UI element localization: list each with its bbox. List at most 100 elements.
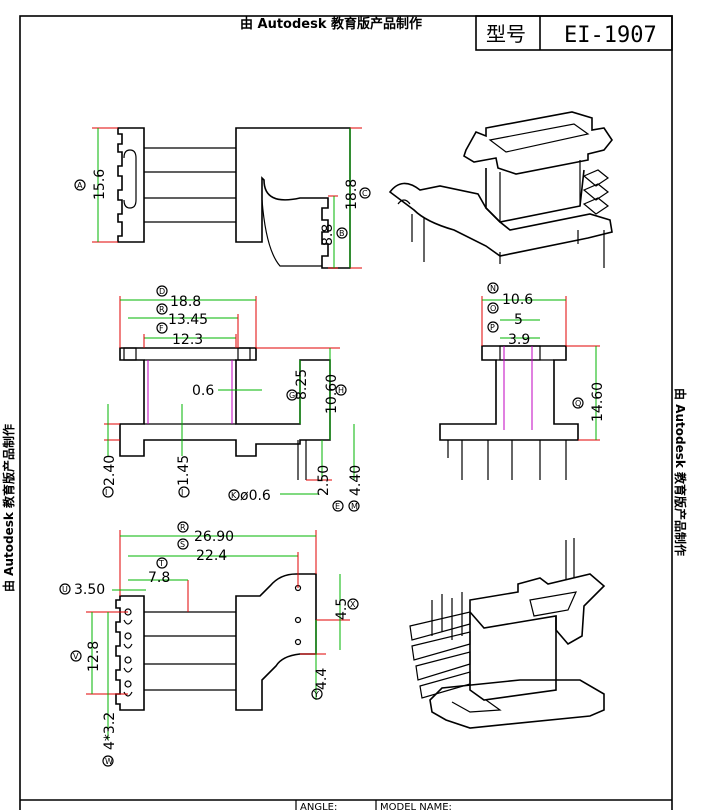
iso-bottom-terminal-teeth — [409, 611, 471, 699]
pin-hole — [124, 656, 132, 664]
iso-view-top — [388, 111, 613, 268]
dim-b-marker — [336, 227, 348, 239]
dim-e-marker — [332, 500, 344, 512]
bottom-left-flange — [115, 595, 145, 711]
dim-f-value: 12.3 — [172, 332, 203, 348]
dim-q-marker — [572, 397, 584, 409]
angle-label: ANGLE: — [300, 802, 337, 810]
dim-t-marker — [156, 557, 168, 569]
model-name-label: MODEL NAME: — [380, 802, 452, 810]
dim-h-letter: H — [338, 386, 344, 395]
dim-z-value: 26.90 — [194, 529, 234, 545]
watermark-left: 由 Autodesk 教育版产品制作 — [1, 424, 16, 592]
dim-q-value: 14.60 — [590, 382, 606, 422]
dim-p-letter: P — [490, 323, 495, 332]
dim-u-letter: U — [62, 585, 68, 594]
dim-j-value: 1.45 — [176, 455, 192, 486]
dim-x-marker — [347, 598, 359, 610]
dim-d-marker — [156, 285, 168, 297]
dim-z-marker — [177, 521, 189, 533]
side-view: 10.6 N 5 O 3.9 P 14.60 Q — [439, 282, 606, 480]
dim-d-value: 18.8 — [170, 294, 201, 310]
dim-a-marker — [74, 179, 86, 191]
model-value: EI-1907 — [564, 23, 657, 48]
pin-hole-arc — [123, 691, 133, 697]
dim-m-marker — [348, 500, 360, 512]
dim-f-marker — [156, 322, 168, 334]
iso-top-lower-flange — [388, 182, 613, 257]
dim-o-letter: O — [490, 304, 496, 313]
dim-r-letter: R — [159, 305, 165, 314]
dim-a-value: 15.6 — [92, 169, 108, 200]
dim-x-letter: X — [350, 600, 356, 609]
dim-c-letter: C — [362, 189, 368, 198]
dim-m-letter: M — [351, 502, 358, 511]
dim-c-value: 18.8 — [344, 179, 360, 210]
dim-n-letter: N — [490, 284, 496, 293]
tooth — [582, 197, 610, 215]
dim-k-letter: K — [231, 491, 237, 500]
dim-o-value: 5 — [514, 312, 523, 328]
dim-a-letter: A — [77, 181, 83, 190]
dim-n-marker — [487, 282, 499, 294]
dim-w-letter: W — [105, 757, 113, 766]
top-view-pin-slope — [261, 199, 322, 267]
iso-bottom-ring — [529, 591, 578, 617]
dim-e-letter: E — [335, 502, 340, 511]
title-block: 型号 EI-1907 — [475, 15, 673, 51]
dim-k-marker — [228, 489, 240, 501]
dim-s-value: 22.4 — [196, 548, 227, 564]
bottom-view: 26.90 R 22.4 S 7.8 T 3.50 U 12.8 V 4*3.2… — [59, 521, 359, 767]
front-left-tab — [123, 347, 137, 361]
front-right-tab — [237, 347, 251, 361]
tooth — [415, 651, 471, 681]
dim-s-letter: S — [180, 540, 185, 549]
dim-b-letter: B — [339, 229, 345, 238]
dim-i-letter: I — [105, 488, 107, 497]
dim-f-letter: F — [159, 324, 164, 333]
dim-o-marker — [487, 302, 499, 314]
dim-g-letter: G — [289, 391, 295, 400]
dim-t-letter: T — [158, 559, 164, 568]
dim-m-value: 4.40 — [348, 465, 364, 496]
iso-view-bottom — [409, 538, 606, 729]
pin-hole — [294, 638, 302, 646]
top-view-left-flange — [117, 127, 145, 243]
dim-y-marker — [311, 688, 323, 700]
pin-hole — [124, 680, 132, 688]
iso-top-upper-flange — [463, 111, 613, 175]
pin-hole-arc — [123, 619, 133, 625]
tooth — [582, 169, 610, 187]
dim-s-marker — [177, 538, 189, 550]
bottom-pin-holes — [123, 608, 133, 697]
sheet-border — [19, 15, 673, 810]
dim-t-value: 7.8 — [148, 570, 170, 586]
dim-v-marker — [70, 650, 82, 662]
iso-bottom-base-slot — [451, 699, 502, 713]
dim-z-letter: R — [180, 523, 186, 532]
front-view-outline — [119, 347, 331, 457]
side-view-pins — [447, 440, 567, 480]
pin-hole-arc — [123, 667, 133, 673]
top-view: 15.6 A 18.8 C 8.8 B — [74, 127, 371, 269]
pin-hole — [294, 616, 302, 624]
dim-e-value: 2.50 — [316, 465, 332, 496]
dim-v-letter: V — [73, 652, 79, 661]
watermark-top: 由 Autodesk 教育版产品制作 — [240, 16, 422, 32]
dim-g-value: 8.25 — [294, 369, 310, 400]
iso-bottom-body — [469, 612, 557, 701]
iso-bottom-top-flange — [469, 573, 606, 646]
title-block-frame — [475, 15, 673, 51]
iso-top-body — [485, 168, 585, 223]
dim-g-marker — [286, 389, 298, 401]
top-view-right-flange — [235, 127, 351, 269]
iso-top-notch — [397, 199, 411, 205]
dim-n-value: 10.6 — [502, 292, 533, 308]
tooth — [582, 183, 610, 201]
dim-y-value: 4.4 — [314, 668, 330, 690]
iso-top-terminal-teeth — [582, 169, 610, 215]
dim-c-marker — [359, 187, 371, 199]
dim-r-marker — [156, 303, 168, 315]
dim-u-marker — [59, 583, 71, 595]
iso-top-pins — [411, 214, 605, 268]
